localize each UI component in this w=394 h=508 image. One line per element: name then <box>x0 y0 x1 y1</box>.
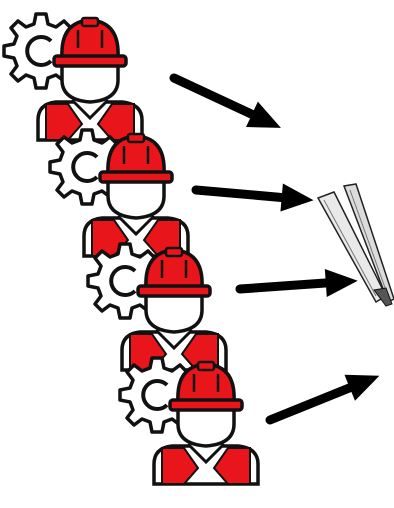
worker-icon <box>4 14 142 140</box>
worker-icon <box>120 358 258 484</box>
right-arrow-icon <box>168 65 287 140</box>
right-arrow-icon <box>195 176 315 214</box>
worker-icon <box>88 244 226 370</box>
right-arrow-icon <box>265 363 385 433</box>
right-arrow-icon <box>239 267 359 303</box>
worker-icon <box>50 130 188 256</box>
